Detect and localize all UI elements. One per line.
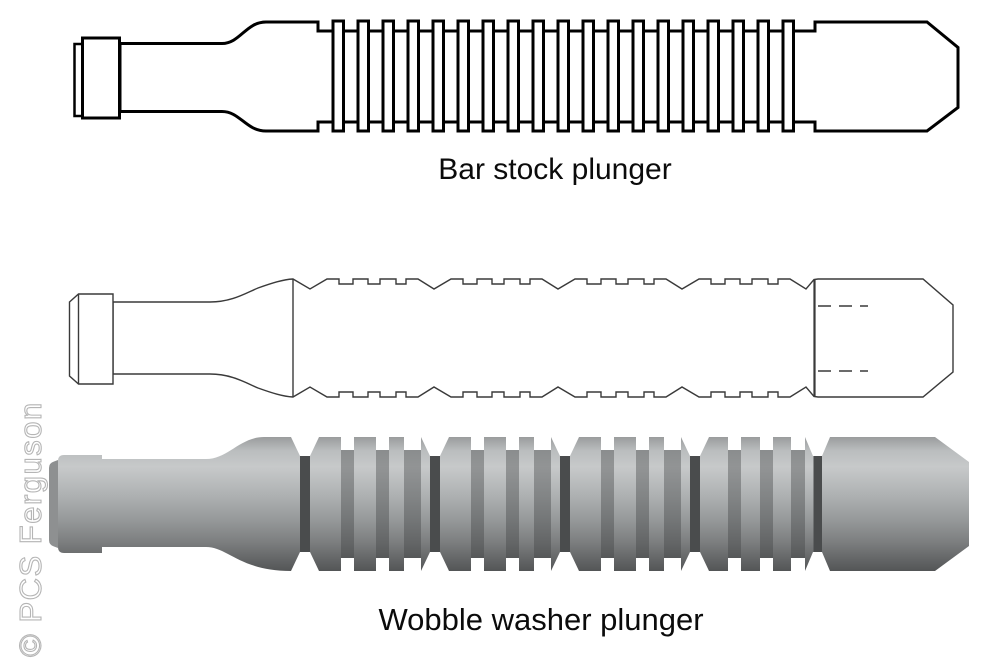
render-neck (100, 459, 208, 547)
render-groove-bands (341, 450, 805, 558)
wobble-line-body (112, 278, 954, 398)
bar-stock-plunger-drawing (73, 19, 960, 133)
watermark-text: © PCS Ferguson (13, 401, 48, 657)
render-body (206, 437, 969, 571)
render-cap-facet (49, 460, 58, 548)
bar-stock-caption: Bar stock plunger (438, 153, 672, 186)
wobble-washer-line-drawing (68, 278, 954, 398)
bar-stock-cap (81, 36, 121, 120)
wobble-line-cap (68, 293, 114, 385)
wobble-washer-caption: Wobble washer plunger (378, 602, 704, 637)
bar-stock-ribs (331, 19, 795, 133)
wobble-washer-3d-render (49, 437, 969, 571)
render-boundary-cores (300, 456, 822, 552)
render-cap (58, 455, 102, 553)
